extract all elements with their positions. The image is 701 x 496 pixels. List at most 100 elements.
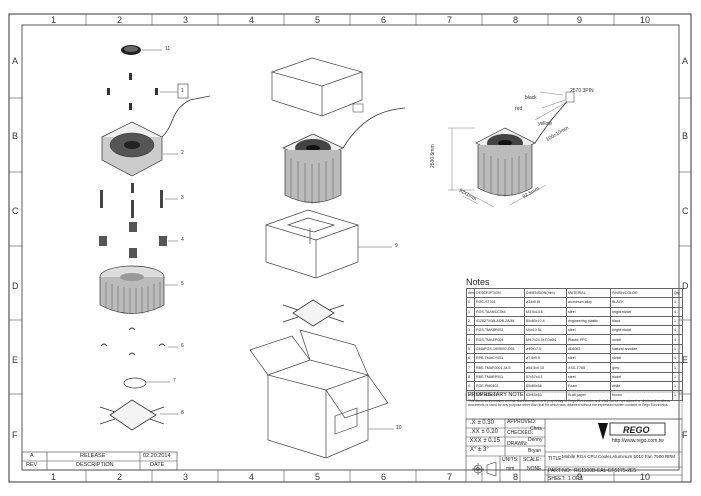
balloon-10: 10 xyxy=(396,425,402,431)
bom-cell: steel xyxy=(566,371,611,382)
scale-label: SCALE: xyxy=(523,457,541,463)
title-label: TITLE: xyxy=(548,456,564,462)
bom-header-cell: Qty xyxy=(672,287,683,299)
grid-row-c-right: C xyxy=(682,206,689,216)
spacer-parts xyxy=(99,222,167,258)
bom-cell: 1 xyxy=(672,362,683,373)
bom-cell: steel xyxy=(566,325,611,336)
bom-header-cell: DIMENSION(mm) xyxy=(524,287,567,299)
grid-col-2: 2 xyxy=(117,15,123,25)
bom-table: Item DESCRIPTION DIMENSION(mm) MATERIAL … xyxy=(466,287,683,401)
rev-date: 02.20.2014 xyxy=(143,453,171,459)
sheet-value: 1 OF 1 xyxy=(568,476,584,482)
bom-cell: Plastic PPS xyxy=(566,334,611,345)
screw-parts xyxy=(107,73,158,110)
grid-col-6-bottom: 6 xyxy=(381,472,387,482)
grid-col-8: 8 xyxy=(513,15,519,25)
bom-cell: ø34x0.8t xyxy=(524,297,567,308)
bom-cell: RGS-TAAMCC5x4 xyxy=(474,306,525,317)
grid-col-3: 3 xyxy=(183,15,189,25)
grid-col-4: 4 xyxy=(249,15,255,25)
bom-cell: 1 xyxy=(672,380,683,392)
bom-cell: white xyxy=(610,380,673,392)
bom-cell: 1 xyxy=(466,306,475,317)
grid-row-b: B xyxy=(12,131,19,141)
cooler-assembly-middle xyxy=(282,103,406,204)
tolerance-1: .X ± 0.30 xyxy=(470,420,494,426)
bom-cell: grey xyxy=(610,362,673,373)
balloon-5: 5 xyxy=(181,281,184,287)
bom-cell: black xyxy=(610,315,673,327)
company-url: http://www.rego.com.tw xyxy=(612,438,664,444)
bom-cell: 9 xyxy=(466,380,475,392)
bom-cell: 412827X08LAOB-2AJM xyxy=(474,315,525,327)
grid-row-d: D xyxy=(12,281,19,291)
balloon-7: 7 xyxy=(173,378,176,384)
backplate-middle xyxy=(282,299,345,327)
description-label: DESCRIPTION xyxy=(76,462,114,468)
balloon-1: 1 xyxy=(181,88,184,94)
grid-row-e: E xyxy=(12,355,19,365)
bom-header-row: Item DESCRIPTION DIMENSION(mm) MATERIAL … xyxy=(466,287,683,299)
grid-row-f-right: F xyxy=(682,430,688,440)
bom-cell: XSG-T765 xyxy=(566,362,611,373)
balloon-9: 9 xyxy=(395,243,398,249)
grid-col-1-bottom: 1 xyxy=(51,472,57,482)
balloon-3: 3 xyxy=(181,195,184,201)
bom-cell: engineering plastic xyxy=(566,315,611,327)
bom-cell: 5 xyxy=(466,343,475,355)
dim-height: 2530.5mm xyxy=(430,144,436,168)
grid-col-1: 1 xyxy=(51,15,57,25)
logo-text: REGO xyxy=(623,425,650,435)
wire-spec: 2570 3PIN xyxy=(570,88,594,94)
bom-cell: 1 xyxy=(672,390,683,401)
sheet-label: SHEET: xyxy=(548,476,566,482)
bom-cell: 4 xyxy=(672,325,683,336)
bom-cell: 6 xyxy=(466,353,475,364)
balloon-6: 6 xyxy=(181,343,184,349)
bom-cell: nickel xyxy=(610,334,673,345)
grid-col-3-bottom: 3 xyxy=(183,472,189,482)
balloon-2: 2 xyxy=(181,150,184,156)
bom-cell: 80x80x68 xyxy=(524,380,567,392)
bom-cell: RPB-TMACY001 xyxy=(474,353,525,364)
projection-symbol-icon xyxy=(472,461,497,477)
bom-cell: nickel xyxy=(610,353,673,364)
balloon-8: 8 xyxy=(181,410,184,416)
cooler-dimensioned xyxy=(448,91,575,208)
bom-cell: 4 xyxy=(672,353,683,364)
bom-cell: 1 xyxy=(672,297,683,308)
bom-cell: M3.0x14.8 xyxy=(524,306,567,317)
wire-label-black: black xyxy=(525,95,537,101)
bom-cell: 0 xyxy=(466,297,475,308)
backplate-part xyxy=(99,399,165,431)
bom-cell: 7 xyxy=(466,362,475,373)
bom-cell: aluminum alloy xyxy=(566,297,611,308)
bom-cell: RGE-PM0402 xyxy=(474,380,525,392)
grid-col-10: 10 xyxy=(640,15,651,25)
thermal-pad-part xyxy=(123,377,147,389)
bom-cell: ø90x17.5 xyxy=(524,343,567,355)
checked-name: Denny xyxy=(528,437,543,443)
rego-logo xyxy=(598,422,666,440)
bom-cell: steel xyxy=(566,306,611,317)
bom-cell: nickel xyxy=(610,371,673,382)
foam-insert xyxy=(264,209,360,279)
grid-col-2-bottom: 2 xyxy=(117,472,123,482)
bom-cell: 3 xyxy=(466,325,475,336)
bom-cell: 1 xyxy=(672,315,683,327)
part-label: PART NO: xyxy=(548,468,572,474)
bom-cell: RBS-TMABP001 xyxy=(474,371,525,382)
grid-row-a-right: A xyxy=(682,56,689,66)
checked-label: CHECKED: xyxy=(507,430,533,436)
bom-cell: 4 xyxy=(672,306,683,317)
approved-label: APPROVED: xyxy=(507,419,537,425)
part-value: RC1100B-EAL-EF5175-2E5 xyxy=(574,468,637,474)
